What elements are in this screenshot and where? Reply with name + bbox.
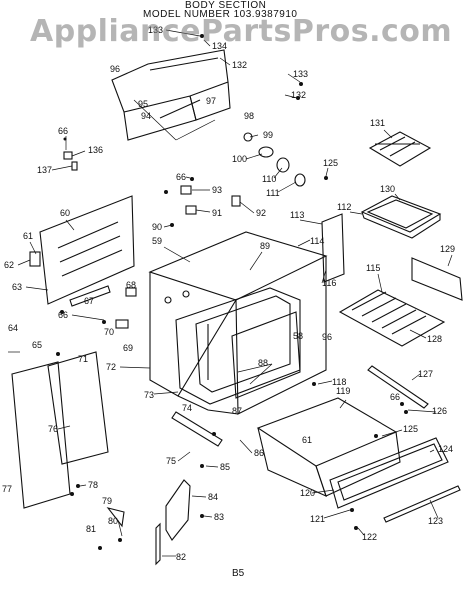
callout: 118 xyxy=(332,377,346,387)
callout: 133 xyxy=(148,25,163,35)
callout: 68 xyxy=(126,280,136,290)
callout: 88 xyxy=(258,358,268,368)
callout: 132 xyxy=(291,90,306,100)
callout: 66 xyxy=(58,310,68,320)
callout: 66 xyxy=(176,172,186,182)
callout: 119 xyxy=(336,386,350,396)
callout: 116 xyxy=(322,278,336,288)
callout: 65 xyxy=(32,340,42,350)
leader-lines xyxy=(17,29,453,557)
callout: 126 xyxy=(432,406,447,416)
callout: 85 xyxy=(220,462,230,472)
callout: 97 xyxy=(206,96,216,106)
callout: 78 xyxy=(88,480,98,490)
callout: 131 xyxy=(370,118,385,128)
callout: 133 xyxy=(293,69,308,79)
callout: 127 xyxy=(418,369,433,379)
diagram-title: BODY SECTION xyxy=(185,0,267,11)
callout: 61 xyxy=(23,231,33,241)
callout: 59 xyxy=(152,236,162,246)
broil-rack-part xyxy=(360,195,442,239)
callout: 136 xyxy=(88,145,103,155)
callout: 61 xyxy=(302,435,312,445)
small-hardware-parts xyxy=(63,34,328,227)
callout: 100 xyxy=(232,154,247,164)
callout: 122 xyxy=(362,532,377,542)
callout: 95 xyxy=(138,99,148,109)
body-top-box-part xyxy=(111,49,231,141)
callout: 96 xyxy=(110,64,120,74)
callout: 87 xyxy=(232,406,242,416)
callout: 60 xyxy=(60,208,70,218)
broil-element-part xyxy=(368,131,432,167)
callout: 66 xyxy=(390,392,400,402)
callout: 123 xyxy=(428,516,443,526)
callout-labels: 133 134 132 96 97 95 94 98 133 132 99 66… xyxy=(2,25,455,562)
callout: 130 xyxy=(380,184,395,194)
callout: 75 xyxy=(166,456,176,466)
callout: 93 xyxy=(212,185,222,195)
callout: 66 xyxy=(58,126,68,136)
callout: 62 xyxy=(4,260,14,270)
callout: 114 xyxy=(310,236,324,246)
callout: 69 xyxy=(123,343,133,353)
callout: 94 xyxy=(141,111,151,121)
callout: 124 xyxy=(438,444,453,454)
callout: 86 xyxy=(254,448,264,458)
rail-parts xyxy=(171,365,429,468)
callout: 132 xyxy=(232,60,247,70)
main-body-part xyxy=(148,231,328,415)
callout: 73 xyxy=(144,390,154,400)
callout: 113 xyxy=(290,210,304,220)
callout: 80 xyxy=(108,516,118,526)
callout: 129 xyxy=(440,244,455,254)
callout: 110 xyxy=(262,174,276,184)
callout: 67 xyxy=(84,296,94,306)
callout: 112 xyxy=(337,202,351,212)
insulation-part xyxy=(321,213,345,283)
storage-drawer-part xyxy=(256,397,461,523)
callout: 115 xyxy=(366,263,380,273)
callout: 63 xyxy=(12,282,22,292)
callout: 58 xyxy=(293,331,303,341)
bracket-parts xyxy=(60,285,137,329)
callout: 79 xyxy=(102,496,112,506)
callout: 70 xyxy=(104,327,114,337)
callout: 98 xyxy=(244,111,254,121)
callout: 72 xyxy=(106,362,116,372)
callout: 89 xyxy=(260,241,270,251)
callout: 92 xyxy=(256,208,266,218)
callout: 81 xyxy=(86,524,96,534)
page-footer-code: B5 xyxy=(232,568,245,579)
callout: 64 xyxy=(8,323,18,333)
callout: 76 xyxy=(48,424,58,434)
callout: 90 xyxy=(152,222,162,232)
callout: 125 xyxy=(323,158,338,168)
callout: 121 xyxy=(310,514,325,524)
side-panel-part xyxy=(29,195,135,305)
model-number: MODEL NUMBER 103.9387910 xyxy=(143,9,298,20)
callout: 137 xyxy=(37,165,52,175)
callout: 83 xyxy=(214,512,224,522)
callout: 82 xyxy=(176,552,186,562)
callout: 111 xyxy=(266,188,280,198)
callout: 71 xyxy=(78,354,88,364)
rear-panel-part xyxy=(8,351,109,509)
callout: 134 xyxy=(212,41,227,51)
hinge-parts xyxy=(76,479,358,566)
callout: 84 xyxy=(208,492,218,502)
callout: 77 xyxy=(2,484,12,494)
callout: 125 xyxy=(403,424,418,434)
callout: 91 xyxy=(212,208,222,218)
callout: 128 xyxy=(427,334,442,344)
callout: 99 xyxy=(263,130,273,140)
oven-rack-part xyxy=(338,257,463,347)
callout: 96 xyxy=(322,332,332,342)
callout: 120 xyxy=(300,488,315,498)
callout: 74 xyxy=(182,403,192,413)
